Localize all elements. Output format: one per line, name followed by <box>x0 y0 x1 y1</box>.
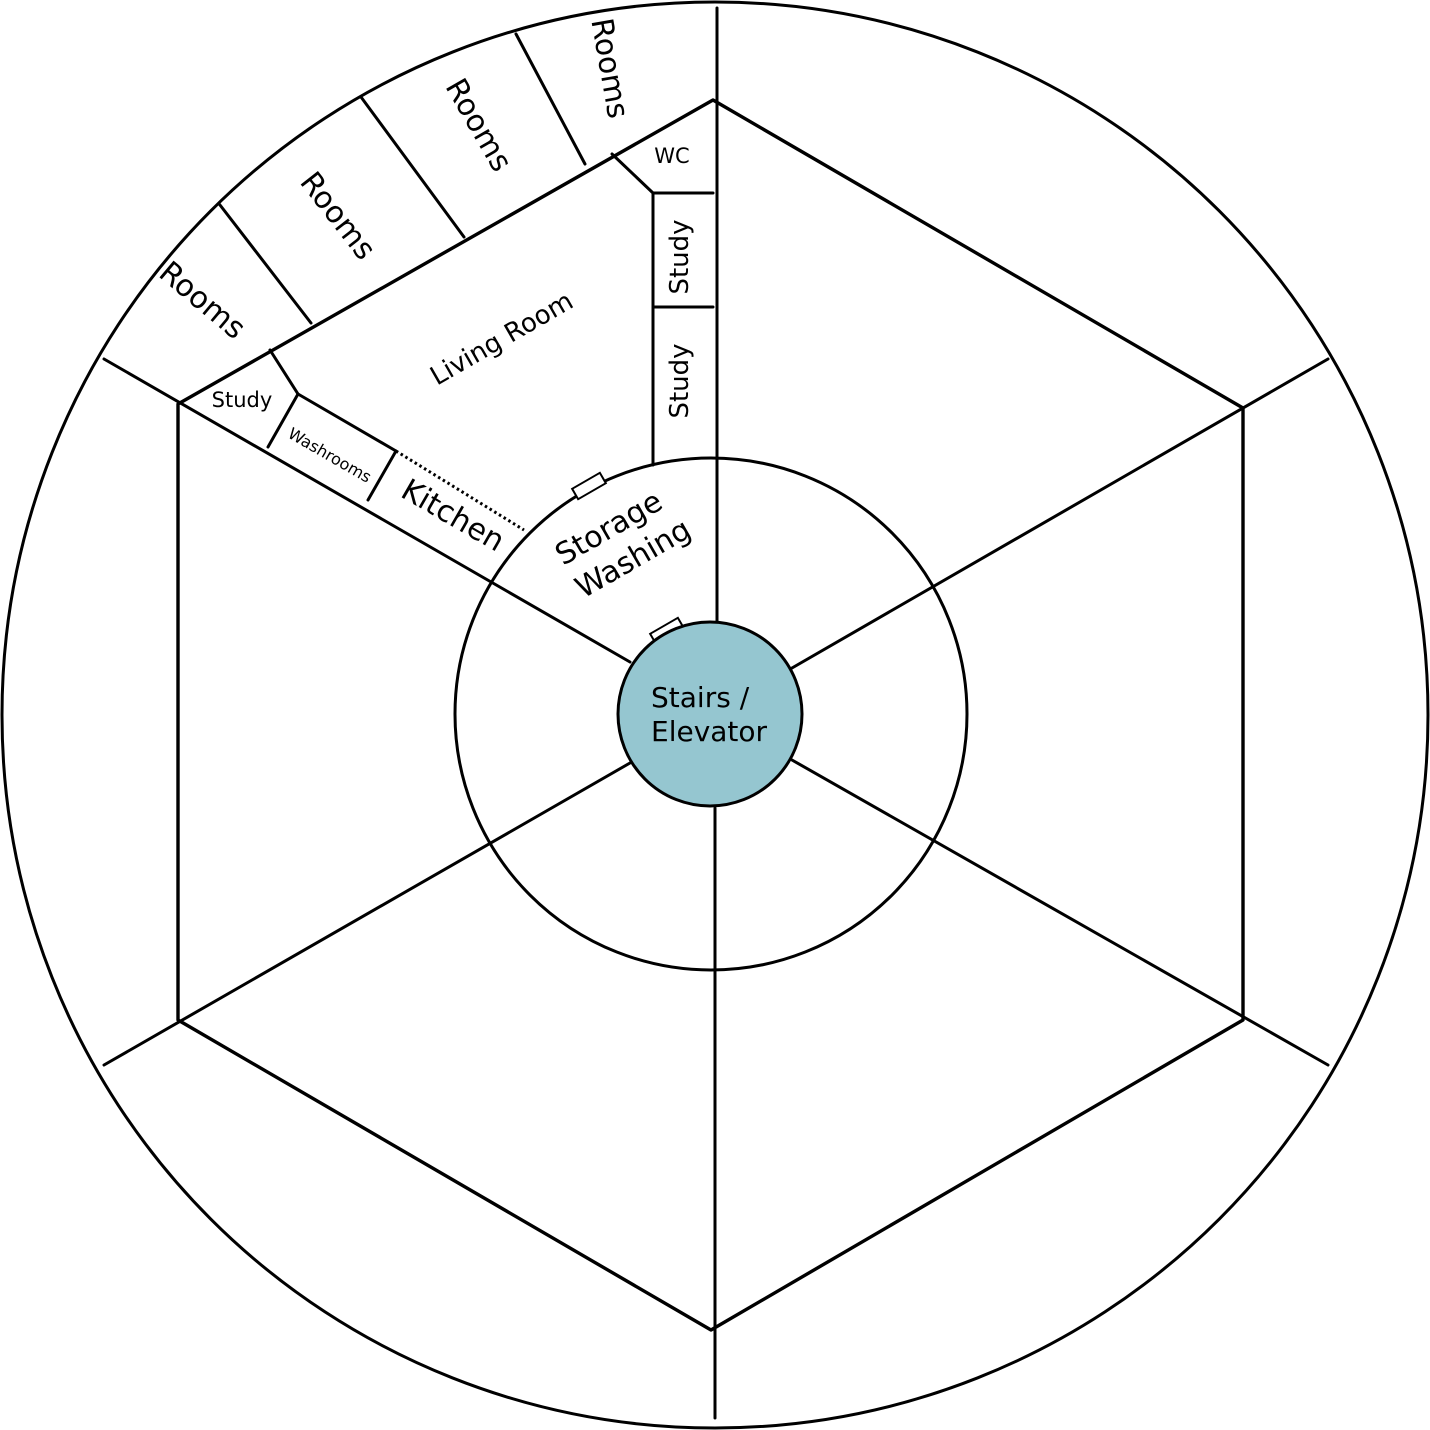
wc-label: WC <box>654 144 689 168</box>
rooms-label-3: Rooms <box>293 166 383 267</box>
stairs-elevator-core[interactable] <box>616 620 804 808</box>
core-label-line1: Stairs / <box>651 681 750 714</box>
core-label-line2: Elevator <box>651 715 768 748</box>
living-room-label: Living Room <box>425 286 578 392</box>
radial-spokes <box>102 6 1330 1420</box>
storage-door[interactable] <box>570 471 608 501</box>
unit-walls <box>218 32 715 532</box>
rooms-label-1: Rooms <box>583 16 635 122</box>
inner-ring-wall <box>453 456 969 972</box>
study-upper-label: Study <box>665 219 695 294</box>
rooms-label-2: Rooms <box>438 73 519 178</box>
study-lower-label: Study <box>665 343 695 418</box>
study-left-label: Study <box>212 388 273 412</box>
rooms-label-4: Rooms <box>152 255 252 347</box>
washrooms-label: Washrooms <box>285 424 375 487</box>
